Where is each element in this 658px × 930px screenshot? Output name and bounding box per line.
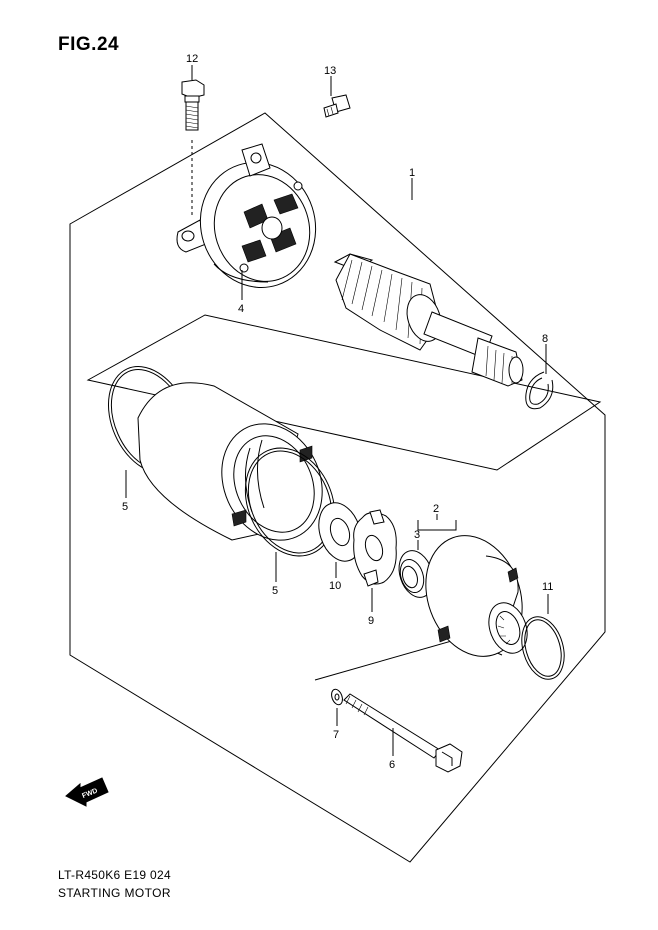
armature-frame	[86, 314, 602, 471]
callout-10: 10	[329, 580, 341, 592]
circlip-8[interactable]	[525, 371, 554, 410]
leader-lines	[125, 65, 549, 756]
callout-9: 9	[368, 615, 374, 627]
callout-12: 12	[186, 53, 198, 65]
callout-7: 7	[333, 729, 339, 741]
end-cover-brush-holder-4[interactable]	[176, 143, 332, 303]
forward-direction-arrow-icon: FWD	[65, 777, 109, 807]
armature[interactable]	[333, 253, 524, 387]
o-ring-5-lower[interactable]	[229, 434, 351, 570]
figure-title: FIG.24	[58, 34, 120, 55]
o-ring-11[interactable]	[515, 612, 571, 685]
callout-4: 4	[238, 303, 244, 315]
callout-8: 8	[542, 333, 548, 345]
callout-13: 13	[324, 65, 336, 77]
screw-13[interactable]	[323, 94, 351, 118]
hex-bolt-12[interactable]	[181, 79, 205, 131]
diagram-caption: STARTING MOTOR	[58, 886, 171, 900]
housing-cover-2[interactable]	[410, 522, 539, 670]
washer-10[interactable]	[312, 497, 369, 566]
assembly-frame	[69, 112, 606, 863]
callout-5-lower: 5	[272, 585, 278, 597]
callout-11: 11	[542, 581, 553, 593]
callout-5-upper: 5	[122, 501, 128, 513]
tab-washer-9[interactable]	[353, 509, 397, 587]
yoke-housing[interactable]	[137, 382, 340, 557]
callout-3: 3	[414, 529, 420, 541]
callout-1: 1	[409, 167, 415, 179]
callout-6: 6	[389, 759, 395, 771]
washer-7[interactable]	[330, 688, 345, 706]
callout-2: 2	[433, 503, 439, 515]
model-code: LT-R450K6 E19 024	[58, 868, 171, 882]
bearing-3[interactable]	[393, 546, 438, 602]
through-bolt-6[interactable]	[343, 693, 463, 773]
